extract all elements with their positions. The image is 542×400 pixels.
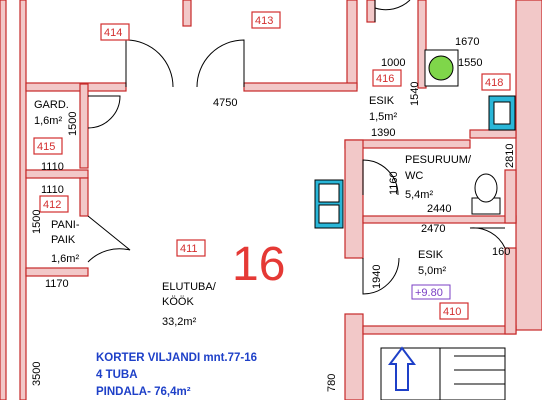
- dim-1500-a: 1500: [67, 112, 79, 136]
- room-id-410-box: [439, 302, 469, 320]
- toilet-bowl-icon: [474, 173, 498, 203]
- room-pani-name-2: PAIK: [51, 234, 76, 246]
- room-id-411-box: [176, 239, 206, 257]
- info-line-3: PINDALA- 76,4m²: [96, 386, 191, 398]
- wall-413-right: [346, 0, 358, 89]
- wall-bath-bottom: [362, 215, 517, 224]
- dim-1940: 1940: [371, 265, 383, 289]
- wall-top-rooms-bottom-2: [243, 82, 358, 92]
- room-id-410: 410: [443, 306, 461, 318]
- door-413: [196, 39, 245, 88]
- room-pesu-name-2: WC: [405, 170, 423, 182]
- stairwell: [380, 347, 506, 400]
- wall-lower-left: [344, 313, 364, 400]
- room-id-414-box: [100, 23, 130, 41]
- kitchen-sink-basin-top-icon: [318, 183, 340, 203]
- dim-1550: 1550: [458, 57, 482, 69]
- wall-410-right: [504, 247, 517, 335]
- door-410: [362, 257, 400, 295]
- room-id-416-box: [372, 69, 402, 87]
- room-pesu-area: 5,4m²: [405, 189, 433, 201]
- dim-2470: 2470: [421, 223, 445, 235]
- up-arrow-icon: [388, 346, 416, 391]
- room-id-412-box: [39, 195, 69, 213]
- dim-1110-b: 1110: [41, 184, 64, 196]
- wall-410-bottom: [362, 325, 517, 335]
- info-line-1: KORTER VILJANDI mnt.77-16: [96, 352, 257, 364]
- outer-wall-left: [0, 0, 7, 400]
- room-elu-area: 33,2m²: [162, 316, 197, 328]
- dim-1500-b: 1500: [31, 210, 43, 234]
- apartment-number: 16: [232, 238, 285, 291]
- room-pesu-name-1: PESURUUM/: [405, 154, 472, 166]
- room-gard-name: GARD.: [34, 99, 69, 111]
- dim-1670: 1670: [455, 36, 479, 48]
- dim-1110-a: 1110: [41, 161, 64, 173]
- kitchen-sink-basin-bottom-icon: [318, 204, 340, 224]
- room-id-416: 416: [376, 73, 394, 85]
- wall-414-413: [182, 0, 192, 27]
- room-id-418-box: [481, 73, 511, 91]
- room-id-412: 412: [43, 199, 61, 211]
- room-id-415-box: [33, 137, 63, 155]
- dim-3500: 3500: [31, 362, 43, 386]
- washer-drum-icon: [428, 55, 454, 81]
- door-bath: [362, 159, 399, 196]
- room-elu-name-2: KÖÖK: [162, 296, 194, 308]
- door-416: [374, 0, 411, 22]
- room-esik-top-area: 1,5m²: [369, 111, 397, 123]
- door-414: [125, 39, 174, 88]
- room-id-415: 415: [37, 141, 55, 153]
- dim-2440: 2440: [427, 203, 451, 215]
- room-esik-top-name: ESIK: [369, 95, 395, 107]
- wall-bath-left: [344, 139, 364, 259]
- dim-1000: 1000: [381, 57, 405, 69]
- dim-780: 780: [326, 374, 338, 392]
- room-elu-name-1: ELUTUBA/: [162, 281, 217, 293]
- floor-level: +9.80: [415, 287, 443, 299]
- room-id-414: 414: [104, 27, 122, 39]
- wall-415-bottom: [25, 169, 89, 179]
- wall-top-rooms-bottom: [25, 82, 127, 92]
- wall-bath-top: [344, 139, 471, 149]
- dim-160: 160: [492, 246, 510, 258]
- room-id-413-box: [251, 11, 281, 29]
- outer-wall-left-inner: [19, 0, 27, 400]
- door-415: [87, 95, 121, 129]
- dim-2810: 2810: [504, 144, 516, 168]
- dim-1390: 1390: [371, 127, 395, 139]
- room-esik-bottom-name: ESIK: [418, 249, 444, 261]
- dim-1170: 1170: [45, 278, 69, 290]
- room-id-411: 411: [180, 243, 198, 255]
- wall-412-right: [79, 177, 89, 217]
- dim-4750: 4750: [213, 97, 237, 109]
- info-line-2: 4 TUBA: [96, 369, 138, 381]
- wall-415-right: [79, 83, 89, 169]
- wall-418-bottom: [469, 129, 517, 139]
- room-id-418: 418: [485, 77, 503, 89]
- dim-1160: 1160: [388, 171, 400, 195]
- wall-416-left: [366, 0, 376, 23]
- room-pani-area: 1,6m²: [51, 253, 79, 265]
- room-esik-bottom-area: 5,0m²: [418, 265, 446, 277]
- sink-418-basin-icon: [493, 101, 511, 125]
- door-418: [469, 227, 506, 249]
- room-gard-area: 1,6m²: [34, 115, 62, 127]
- dim-1540: 1540: [409, 82, 421, 106]
- room-id-413: 413: [255, 15, 273, 27]
- room-pani-name-1: PANI-: [51, 219, 80, 231]
- outer-wall-right: [515, 0, 542, 331]
- wall-416-bottom: [417, 0, 427, 89]
- wall-412-bottom: [25, 267, 89, 277]
- wall-bath-right: [504, 169, 517, 224]
- door-412: [87, 215, 131, 263]
- floor-level-box: [411, 284, 451, 300]
